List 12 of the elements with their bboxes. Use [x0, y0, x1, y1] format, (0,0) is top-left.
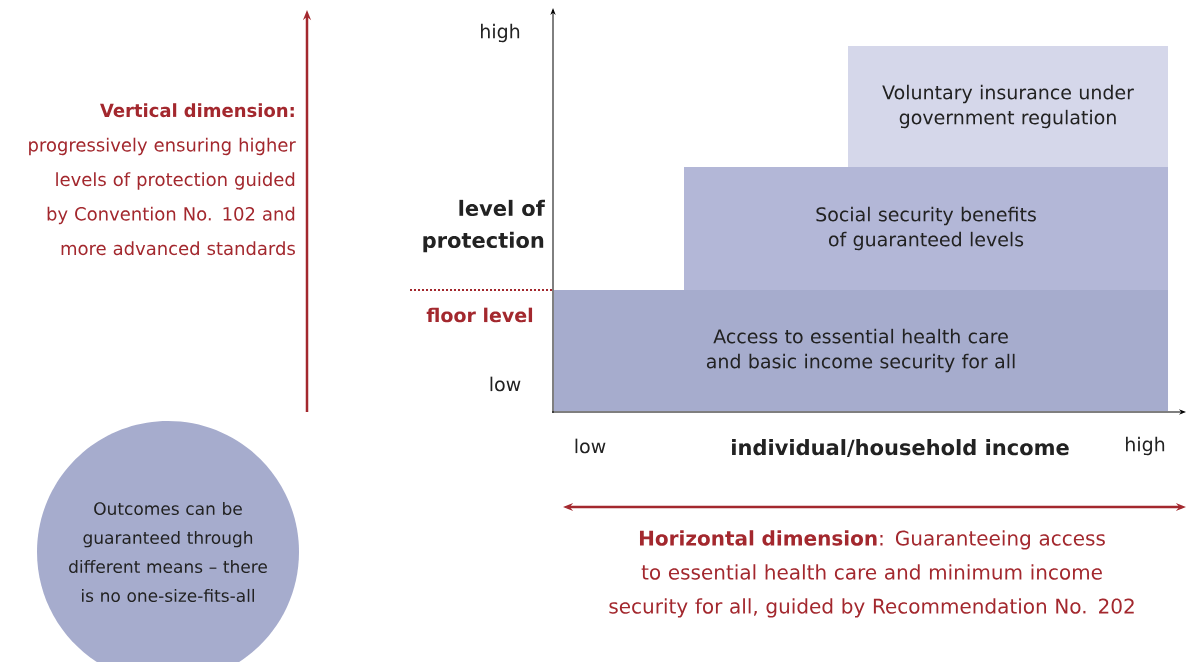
level-box: Access to essential health care and basic income security for all — [554, 290, 1168, 411]
axis-title: individual/household income — [732, 439, 1069, 457]
level-box: Social security benefits of guaranteed levels — [684, 167, 1168, 290]
axis-label: low — [575, 438, 606, 454]
axis-title: level of protection — [423, 199, 545, 253]
axis-label: high — [481, 23, 520, 43]
axis-label: low — [490, 376, 521, 392]
dimension-text: Horizontal dimension: Guaranteeing access to essential health care and minimum income security for all, guided by Recommendation No. 202 — [609, 530, 1134, 618]
level-box: Voluntary insurance under government regulation — [848, 46, 1168, 167]
axis-label: high — [1126, 436, 1165, 456]
floor-label: floor level — [426, 307, 533, 323]
dimension-text: Vertical dimension: progressively ensuring higher levels of protection guided by Convention No. 102 and more advanced standards — [29, 103, 296, 256]
